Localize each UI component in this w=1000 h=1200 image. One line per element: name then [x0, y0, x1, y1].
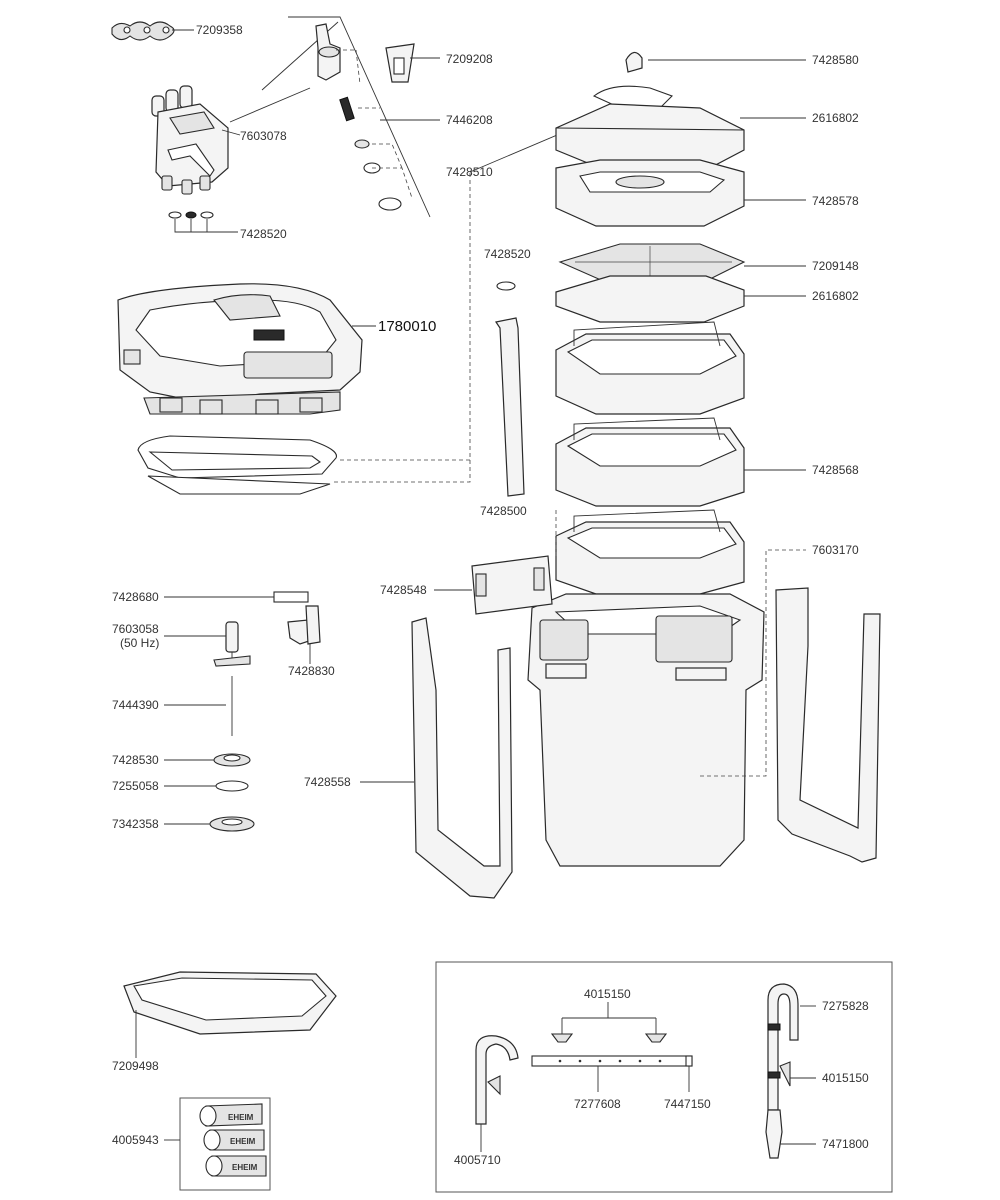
label-2616802-pad: 2616802: [812, 289, 859, 303]
label-7428520-center: 7428520: [484, 247, 531, 261]
hoses-4005943: [199, 1103, 267, 1177]
label-7342358: 7342358: [112, 817, 159, 831]
hose-box: [179, 1097, 271, 1191]
label-7209148: 7209148: [812, 259, 859, 273]
label-7428568: 7428568: [812, 463, 859, 477]
canister-body-7603170: [527, 593, 765, 867]
label-7428500: 7428500: [480, 504, 527, 518]
gasket-ring-7428510: [592, 85, 673, 109]
label-7447150: 7447150: [664, 1097, 711, 1111]
label-7446208: 7446208: [446, 113, 493, 127]
lid-2616802-top: [555, 103, 745, 171]
label-7275828: 7275828: [822, 999, 869, 1013]
label-7255058: 7255058: [112, 779, 159, 793]
hose-brand-1: EHEIM: [228, 1113, 254, 1122]
label-7428530: 7428530: [112, 753, 159, 767]
label-7428680: 7428680: [112, 590, 159, 604]
elbow-7428830: [287, 605, 321, 645]
label-7603078: 7603078: [240, 129, 287, 143]
bearing-7428530: [213, 753, 251, 767]
handle-left-7428558: [411, 617, 513, 899]
impeller-cover-7342358: [209, 816, 255, 832]
label-7428580: 7428580: [812, 53, 859, 67]
handle-right: [775, 587, 881, 863]
valve-head-7603078: [151, 85, 229, 195]
basket-middle: [555, 417, 745, 507]
uplift-tube-7428500: [495, 317, 525, 497]
drip-tray-7209498: [123, 971, 337, 1035]
label-7471800: 7471800: [822, 1137, 869, 1151]
label-7209358: 7209358: [196, 23, 243, 37]
latch-flap-7428548: [471, 555, 553, 615]
o-rings-7428520: [168, 211, 214, 219]
label-1780010: 1780010: [378, 318, 436, 335]
label-7277608: 7277608: [574, 1097, 621, 1111]
connector-7209208-assembly: [315, 23, 415, 83]
basket-upper: [555, 321, 745, 415]
label-7428510: 7428510: [446, 165, 493, 179]
o-ring-7428520-center: [496, 281, 516, 291]
hose-brand-3: EHEIM: [232, 1163, 258, 1172]
tube-7428680: [273, 591, 309, 603]
label-4015150-right: 4015150: [822, 1071, 869, 1085]
top-basket-7428578: [555, 159, 745, 227]
label-4005943: 4005943: [112, 1133, 159, 1147]
label-7444390: 7444390: [112, 698, 159, 712]
label-7428558: 7428558: [304, 775, 351, 789]
impeller-7603058: [213, 621, 251, 667]
o-ring-7255058: [215, 780, 249, 792]
outlet-pipe-7275828: [767, 983, 799, 1111]
suction-cups-4015150: [550, 1033, 668, 1043]
label-7428830: 7428830: [288, 664, 335, 678]
label-7209208: 7209208: [446, 52, 493, 66]
label-7603170: 7603170: [812, 543, 859, 557]
label-2616802-top: 2616802: [812, 111, 859, 125]
filter-pad-2616802: [555, 275, 745, 323]
label-7428548: 7428548: [380, 583, 427, 597]
label-7603058-note: (50 Hz): [120, 636, 159, 650]
pump-head-1780010: [117, 283, 363, 415]
hose-brand-2: EHEIM: [230, 1137, 256, 1146]
latch-clip-7428580: [625, 51, 643, 73]
o-ring-stack-7446208: [339, 96, 402, 211]
label-7428520-top: 7428520: [240, 227, 287, 241]
label-4005710: 4005710: [454, 1153, 501, 1167]
basket-lower: [555, 509, 745, 595]
head-gaskets: [137, 435, 338, 495]
label-7428578: 7428578: [812, 194, 859, 208]
label-4015150-top: 4015150: [584, 987, 631, 1001]
accessory-box: [435, 961, 893, 1193]
inlet-pipe-4005710: [475, 1035, 519, 1125]
label-7603058: 7603058: [112, 622, 159, 636]
spare-parts-7209358: [111, 21, 175, 41]
label-7209498: 7209498: [112, 1059, 159, 1073]
intake-strainer-7471800: [765, 1109, 783, 1159]
spray-bar-7277608: [531, 1055, 693, 1067]
